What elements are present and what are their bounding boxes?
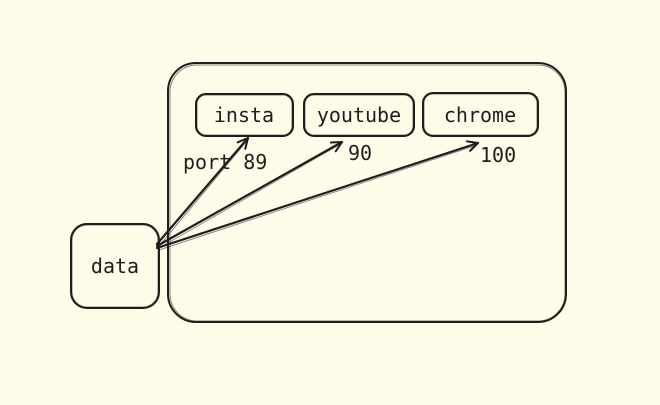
app-box-youtube: youtube [303,93,415,137]
arrow-to-chrome [155,140,480,251]
app-box-insta: insta [195,93,294,137]
app-label-insta: insta [214,103,274,127]
arrow-to-insta [155,136,250,247]
port-label-youtube: 90 [348,141,372,165]
data-box-label: data [91,254,139,278]
data-box: data [70,223,160,309]
app-label-chrome: chrome [444,103,516,127]
port-label-chrome: 100 [480,143,516,167]
app-label-youtube: youtube [317,103,401,127]
port-label-insta: port 89 [183,150,267,174]
app-box-chrome: chrome [422,92,539,137]
host-box [167,62,567,323]
arrow-to-youtube [155,140,344,249]
